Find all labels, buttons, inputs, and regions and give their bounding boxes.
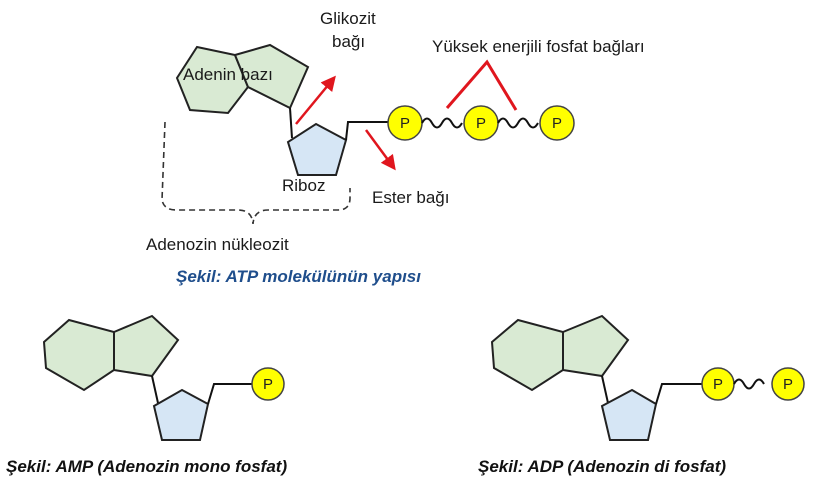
nukleozit-label: Adenozin nükleozit	[146, 235, 289, 254]
atp-adenine-pentagon	[233, 43, 310, 110]
atp-phosphate-2-label: P	[476, 115, 486, 132]
amp-adenine-hexagon	[42, 318, 115, 392]
atp-wavy-bond-2	[497, 117, 539, 129]
adp-adenine-pentagon	[562, 314, 630, 378]
adp-structure: P P Şekil: ADP (Adenozin di fosfat)	[478, 314, 805, 476]
atp-phosphate-1-label: P	[400, 115, 410, 132]
adp-phosphate-2-label: P	[783, 376, 793, 393]
amp-adenine-pentagon	[113, 314, 180, 378]
atp-ribose-pentagon	[286, 122, 348, 176]
amp-caption: Şekil: AMP (Adenozin mono fosfat)	[6, 457, 287, 476]
ester-label: Ester bağı	[372, 188, 450, 207]
adp-ester-linker	[655, 383, 703, 405]
adp-adenine-hexagon	[490, 318, 564, 392]
amp-base-ribose-bond	[151, 375, 159, 404]
high-energy-pointer	[445, 59, 518, 111]
atp-wavy-bond-1	[421, 117, 463, 129]
glikozit-label-2: bağı	[332, 32, 365, 51]
riboz-label: Riboz	[282, 176, 325, 195]
atp-phosphate-3-label: P	[552, 115, 562, 132]
amp-phosphate	[251, 367, 285, 401]
nukleozit-bracket	[161, 121, 351, 225]
atp-structure: Adenin bazı Riboz P P P Yüksek enerjili …	[146, 9, 645, 286]
amp-phosphate-label: P	[263, 376, 273, 393]
adp-ribose-pentagon	[600, 388, 658, 441]
adp-base-ribose-bond	[601, 375, 609, 404]
yuksek-enerjili-label: Yüksek enerjili fosfat bağları	[432, 37, 645, 56]
adenin-label: Adenin bazı	[183, 65, 273, 84]
glikozit-arrow	[295, 75, 336, 125]
adp-caption: Şekil: ADP (Adenozin di fosfat)	[478, 457, 726, 476]
amp-structure: P Şekil: AMP (Adenozin mono fosfat)	[6, 314, 287, 476]
adp-phosphate-2	[771, 367, 805, 401]
ester-arrow	[364, 129, 396, 171]
adp-wavy-bond	[733, 378, 765, 390]
amp-ribose-pentagon	[152, 388, 210, 441]
atp-caption: Şekil: ATP molekülünün yapısı	[176, 267, 421, 286]
adp-phosphate-1-label: P	[713, 376, 723, 393]
glikozit-label-1: Glikozit	[320, 9, 376, 28]
atp-base-ribose-bond	[289, 107, 293, 139]
amp-ester-linker	[207, 383, 253, 405]
atp-ester-linker	[345, 121, 392, 141]
atp-phosphate-3	[539, 105, 575, 141]
